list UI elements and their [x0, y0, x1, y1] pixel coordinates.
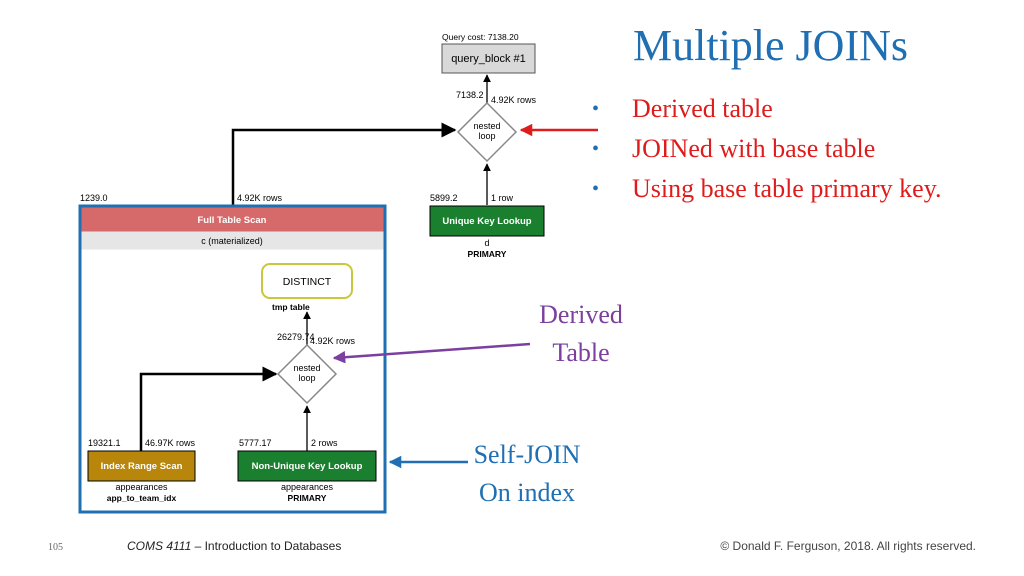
non-unique-key-lookup-box: [237, 450, 377, 482]
top-nested-loop-label-2: loop: [478, 131, 495, 141]
index-range-scan-box: [87, 450, 196, 482]
full-table-scan-header: [81, 207, 384, 232]
nonunique-lookup-cost: 5777.17: [239, 438, 272, 448]
nonunique-lookup-rows: 2 rows: [311, 438, 338, 448]
query-block-label: query_block #1: [451, 53, 526, 65]
index-scan-rows: 46.97K rows: [145, 438, 196, 448]
index-scan-key: app_to_team_idx: [107, 493, 177, 503]
nonunique-lookup-table: appearances: [281, 482, 334, 492]
course-code: COMS 4111: [127, 539, 192, 553]
index-scan-to-inner-join-arrow: [139, 366, 278, 451]
derived-table-note: Derived Table: [520, 296, 642, 372]
index-scan-cost: 19321.1: [88, 438, 121, 448]
materialized-table-bar: [81, 231, 384, 250]
course-name: – Introduction to Databases: [191, 539, 342, 553]
distinct-box: [261, 263, 353, 299]
course-footer: COMS 4111 – Introduction to Databases: [127, 539, 341, 553]
non-unique-key-lookup-label: Non-Unique Key Lookup: [252, 461, 363, 472]
distinct-sub-label: tmp table: [272, 302, 310, 312]
top-join-rows: 4.92K rows: [491, 95, 537, 105]
derived-note-line-1: Derived: [539, 300, 623, 329]
bullet-item: • Using base table primary key.: [592, 172, 942, 212]
bullet-text: JOINed with base table: [632, 134, 876, 163]
self-join-note-line-2: On index: [478, 478, 576, 507]
inner-nested-loop-diamond: [276, 343, 338, 405]
unique-lookup-cost: 5899.2: [430, 193, 458, 203]
self-join-note: Self-JOIN On index: [462, 436, 592, 512]
inner-nested-loop-label-2: loop: [298, 373, 315, 383]
nonunique-lookup-key: PRIMARY: [288, 493, 327, 503]
bullet-dot-icon: •: [592, 138, 600, 160]
query-block-box: [441, 43, 536, 74]
purple-annotation-arrow: [332, 342, 531, 364]
inner-join-cost: 26279.74: [277, 332, 315, 342]
full-scan-cost: 1239.0: [80, 193, 108, 203]
inner-join-rows: 4.92K rows: [310, 336, 356, 346]
bullet-text: Derived table: [632, 94, 773, 123]
materialized-table-label: c (materialized): [201, 236, 263, 246]
unique-key-lookup-box: [429, 205, 545, 237]
full-scan-rows: 4.92K rows: [237, 193, 283, 203]
unique-key-lookup-label: Unique Key Lookup: [442, 216, 531, 227]
bullet-text: Using base table primary key.: [632, 174, 942, 203]
index-scan-table: appearances: [115, 482, 168, 492]
unique-lookup-key: PRIMARY: [468, 249, 507, 259]
query-cost-label: Query cost: 7138.20: [442, 32, 519, 42]
bullet-item: • JOINed with base table: [592, 132, 942, 172]
top-join-cost: 7138.2: [456, 90, 484, 100]
bullet-dot-icon: •: [592, 98, 600, 120]
inner-nested-loop-label-1: nested: [293, 363, 320, 373]
distinct-label: DISTINCT: [283, 276, 332, 288]
full-scan-to-top-join-arrow: [231, 122, 457, 206]
top-nested-loop-diamond: [456, 101, 518, 163]
self-join-note-line-1: Self-JOIN: [473, 440, 581, 469]
slide-number: 105: [48, 542, 63, 553]
unique-lookup-rows: 1 row: [491, 193, 514, 203]
bullet-list: • Derived table • JOINed with base table •…: [592, 92, 942, 212]
bullet-item: • Derived table: [592, 92, 942, 132]
unique-lookup-table: d: [484, 238, 489, 248]
derived-note-line-2: Table: [552, 338, 610, 367]
copyright-footer: © Donald F. Ferguson, 2018. All rights r…: [720, 539, 976, 553]
top-nested-loop-label-1: nested: [473, 121, 500, 131]
full-table-scan-label: Full Table Scan: [198, 215, 267, 226]
slide-title: Multiple JOINs: [633, 21, 908, 70]
index-range-scan-label: Index Range Scan: [101, 461, 183, 472]
bullet-dot-icon: •: [592, 178, 600, 200]
